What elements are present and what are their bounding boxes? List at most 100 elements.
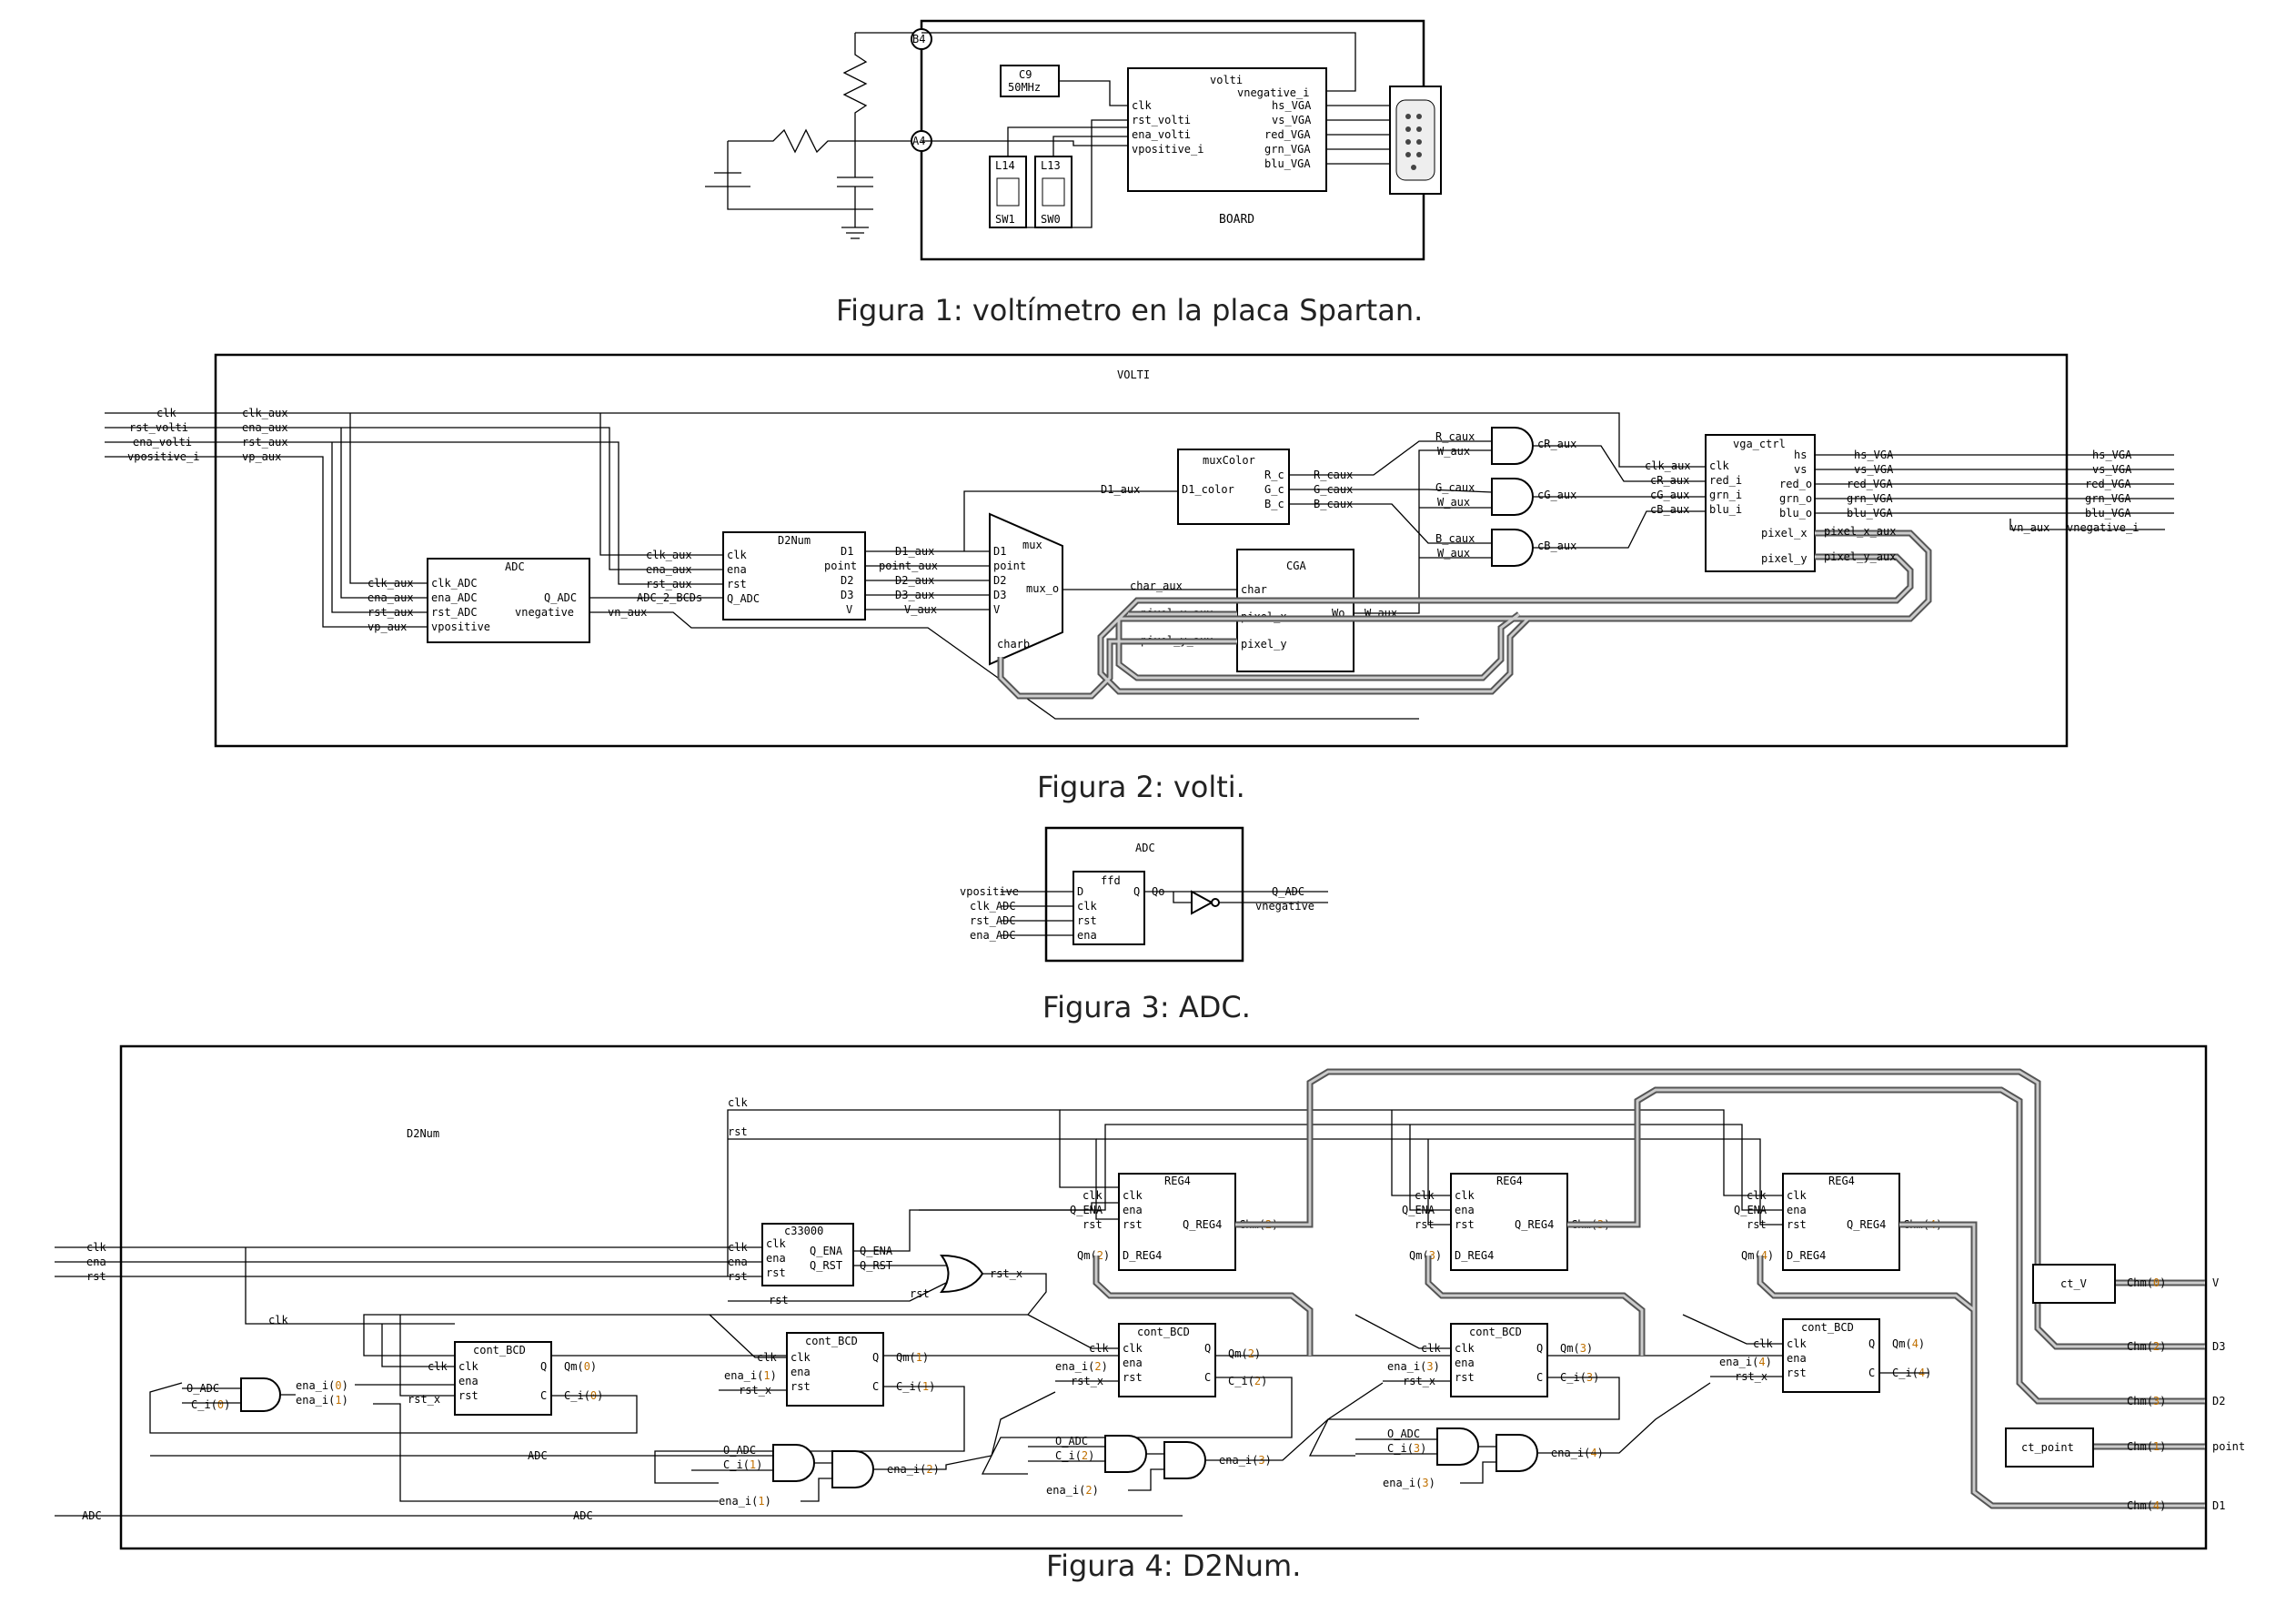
- caption-figure-4: Figura 4: D2Num.: [1046, 1548, 1301, 1583]
- volti-title: VOLTI: [1117, 368, 1150, 381]
- and1-a: O_ADC: [723, 1444, 756, 1457]
- volti-vga-in-0: clk: [1709, 459, 1729, 472]
- volti-mux-in-2: D2: [993, 574, 1006, 587]
- c33000-in-2: rst: [766, 1266, 786, 1279]
- bcd-1-title: cont_BCD: [805, 1335, 858, 1347]
- resistor-horizontal: [728, 128, 921, 154]
- bcd-4-p2: rst: [1787, 1367, 1807, 1379]
- ext-out-hs: hs_VGA: [2092, 449, 2132, 461]
- switch-sw1-toggle: [996, 177, 1020, 207]
- reg4-3-in-0: clk: [1787, 1189, 1807, 1202]
- ct-v-label: ct_V: [2060, 1277, 2087, 1290]
- reg4-3-d: D_REG4: [1787, 1249, 1826, 1262]
- out-d1: D1: [2212, 1499, 2225, 1512]
- ext-in-wires: [105, 412, 291, 458]
- d2num-and-gates: O_ADC C_i(0) ena_i(0) ena_i(1) O_ADC C_i…: [150, 1377, 1711, 1522]
- volti-out-grn: grn_VGA: [1264, 143, 1311, 156]
- bcd-1-p1: ena: [791, 1366, 811, 1378]
- adc-ext-out-0: Q_ADC: [1272, 885, 1304, 898]
- bcd-0-wrst: rst_x: [408, 1393, 440, 1406]
- reg4-2-in-1: ena: [1455, 1204, 1475, 1216]
- bcd-input-wires: [381, 1314, 1783, 1397]
- clock-c9: [1000, 65, 1060, 97]
- clock-name: C9: [1019, 68, 1032, 81]
- d2num-reg4-blocks: REG4 clk ena rst D_REG4 Q_REG4 clk Q_ENA…: [919, 1109, 1942, 1271]
- volti-d2num-in-2: rst: [727, 578, 747, 590]
- gate-b-out: cB_aux: [1537, 540, 1576, 552]
- bcd-block-3: [1450, 1323, 1548, 1397]
- d2num-title: D2Num: [407, 1127, 439, 1140]
- gate-g-out: cG_aux: [1537, 489, 1576, 501]
- c33000-in-1: ena: [766, 1252, 786, 1265]
- volti-d2num-in-1: ena: [727, 563, 747, 576]
- and3-b: C_i(3): [1387, 1442, 1426, 1455]
- reg4-2-in-2: rst: [1455, 1218, 1475, 1231]
- bcd-2-qm: Qm(2): [1228, 1347, 1261, 1360]
- ext-out-red: red_VGA: [2085, 478, 2131, 490]
- bcd-1-q: Q: [872, 1351, 879, 1364]
- c33000-wire-in-0: clk: [728, 1241, 748, 1254]
- and0-o2: ena_i(1): [296, 1394, 348, 1407]
- adc-frame: [1044, 826, 1244, 963]
- volti-vga-out-6: pixel_y: [1761, 552, 1808, 565]
- d2num-and-2b: [1163, 1441, 1206, 1479]
- d2num-c33000: [761, 1223, 854, 1286]
- d2num-clk-branch: clk: [268, 1314, 288, 1326]
- bcd-3-c: C: [1536, 1371, 1543, 1384]
- bcd-0-q: Q: [540, 1360, 547, 1373]
- bcd-4-wena: ena_i(4): [1719, 1356, 1772, 1368]
- c33000-out-1: Q_RST: [810, 1259, 842, 1272]
- volti-d2num-out-3: D3: [841, 589, 853, 601]
- volti-muxcolor-title: muxColor: [1203, 454, 1255, 467]
- volti-adc-title: ADC: [505, 560, 525, 573]
- pin-a4-label: A4: [912, 135, 925, 147]
- volti-cga-wire-0: char_aux: [1130, 580, 1183, 592]
- pixel-bus-inner: [999, 531, 1930, 698]
- c33000-title: c33000: [784, 1225, 823, 1237]
- d2num-outputs: Chm(0) V Chm(2) D3 Chm(3) D2 Chm(1) poin…: [2127, 1276, 2245, 1512]
- vga-connector-pins: [1405, 114, 1422, 170]
- reg4-3-in-1: ena: [1787, 1204, 1807, 1216]
- volti-vga-out-3: grn_o: [1779, 492, 1812, 505]
- aux-rst: rst_aux: [242, 436, 288, 449]
- bcd-block-1: [786, 1332, 884, 1407]
- volti-d2num-out-0: D1: [841, 545, 853, 558]
- and3-c: ena_i(3): [1383, 1477, 1435, 1489]
- pin-b4-label: B4: [912, 33, 925, 45]
- volti-and-gates: R_caux W_aux cR_aux G_caux W_aux cG_aux …: [1435, 427, 1706, 567]
- and1-b: C_i(1): [723, 1458, 762, 1471]
- d2num-and-3a: [1436, 1427, 1479, 1466]
- reg4-1-in-1: ena: [1123, 1204, 1143, 1216]
- reg4-2-q: Q_REG4: [1515, 1218, 1554, 1231]
- adc-inverter-bubble: [1211, 898, 1220, 907]
- bcd-1-wena: ena_i(1): [724, 1369, 777, 1382]
- bus-label-pixel-y: pixel_y_aux: [1824, 550, 1896, 563]
- volti-adc-block: [427, 558, 590, 643]
- volti-vga-in-3: blu_i: [1709, 503, 1742, 516]
- volti-vga-out-5: pixel_x: [1761, 527, 1808, 540]
- d2num-bcd-blocks: cont_BCD clk ena rst Q C Qm(0) C_i(0) cl…: [149, 1314, 1931, 1484]
- led-l14: L14: [995, 159, 1015, 172]
- volti-d2num-wire-2: rst_aux: [646, 578, 692, 590]
- bcd-carry-wires: [149, 1372, 1928, 1484]
- gate-r-a: R_caux: [1435, 430, 1475, 443]
- caption-figure-3: Figura 3: ADC.: [1042, 990, 1251, 1024]
- volti-vga-in-2: grn_i: [1709, 489, 1742, 501]
- bcd-4-p0: clk: [1787, 1337, 1807, 1350]
- volti-mux-in-4: V: [993, 603, 1000, 616]
- bcd-0-c: C: [540, 1389, 547, 1402]
- volti-adc-wire-2: rst_aux: [368, 606, 414, 619]
- volti-vga-out-2: red_o: [1779, 478, 1812, 490]
- and2-b: C_i(2): [1055, 1449, 1094, 1462]
- volti-cga-out-wires: [1354, 449, 1492, 614]
- and2-c: ena_i(2): [1046, 1484, 1099, 1497]
- volti-d2num-in-3: Q_ADC: [727, 592, 760, 605]
- capacitor-ground: [837, 141, 873, 239]
- volti-muxcolor-out-1: G_c: [1264, 483, 1284, 496]
- d2num-or-gate: [940, 1254, 984, 1294]
- adc-ffd-in-1: clk: [1077, 900, 1097, 913]
- and-gate-out-wires: [1533, 445, 1706, 549]
- resistor-vertical: [842, 33, 868, 141]
- adc-ffd-in-0: D: [1077, 885, 1083, 898]
